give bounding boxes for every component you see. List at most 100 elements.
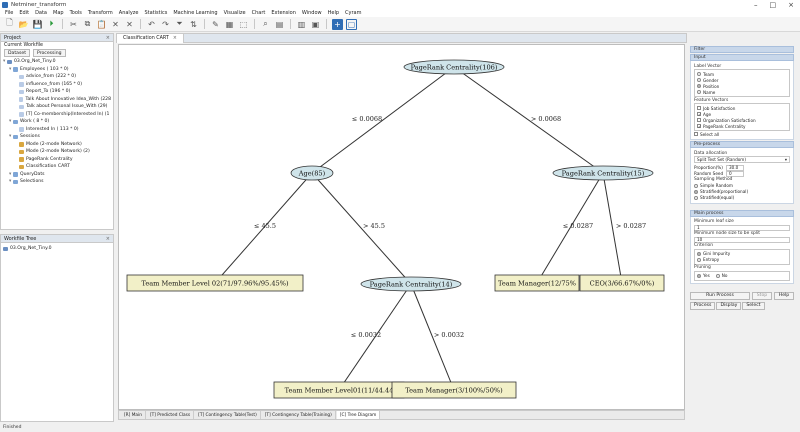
- checkbox[interactable]: [694, 132, 698, 136]
- filter-icon[interactable]: ⏷: [176, 19, 183, 28]
- run-process-button[interactable]: Run Process: [690, 291, 750, 300]
- radio-button[interactable]: [697, 273, 701, 278]
- stop-button[interactable]: Stop: [752, 291, 772, 300]
- delete-icon[interactable]: ✕: [112, 19, 119, 29]
- radio-option[interactable]: Simple Random: [694, 183, 790, 189]
- menu-item-help[interactable]: Help: [327, 10, 340, 16]
- menu-item-edit[interactable]: Edit: [19, 10, 30, 16]
- radio-button[interactable]: [697, 251, 701, 256]
- main-process-header[interactable]: Main process: [690, 209, 794, 217]
- tree-item[interactable]: [T] Co-membership(Interested In) (1: [3, 111, 111, 119]
- radio-button[interactable]: [697, 90, 701, 94]
- menu-item-data[interactable]: Data: [35, 10, 48, 16]
- menu-item-analyze[interactable]: Analyze: [118, 10, 139, 16]
- close-tab-icon[interactable]: ×: [172, 35, 177, 41]
- project-tab[interactable]: Project ×: [1, 34, 113, 42]
- tree-item[interactable]: ▾Work ( 8 * 0): [3, 118, 111, 126]
- data-allocation-select[interactable]: Split Test Set (Random)▾: [694, 156, 790, 163]
- tree-item[interactable]: Interested In ( 113 * 0): [3, 126, 111, 134]
- table-icon[interactable]: ▦: [225, 19, 234, 29]
- radio-option[interactable]: Gini Impurity: [697, 251, 787, 257]
- tree-item[interactable]: ▾Selections: [3, 178, 111, 186]
- menu-item-extension[interactable]: Extension: [271, 10, 296, 16]
- tree-item[interactable]: ▾03.Org_Net_Tiny.0: [3, 58, 111, 66]
- expand-icon[interactable]: ▾: [3, 59, 6, 65]
- preprocess-header[interactable]: Pre-process: [690, 141, 794, 148]
- radio-button[interactable]: [697, 78, 701, 82]
- property-tab[interactable]: Select: [742, 301, 765, 310]
- menu-item-transform[interactable]: Transform: [87, 10, 113, 16]
- checkbox-option[interactable]: Organization Satisfaction: [697, 117, 787, 123]
- radio-option[interactable]: Stratified(proportional): [694, 189, 790, 195]
- run-icon[interactable]: ⏵: [49, 19, 54, 28]
- radio-option[interactable]: Position: [697, 83, 787, 89]
- dataset-subtab[interactable]: Dataset: [4, 49, 30, 57]
- editor-bottom-tab[interactable]: [R] Main: [121, 411, 146, 419]
- tree-leaf[interactable]: Team Manager(12/75%: [494, 274, 580, 292]
- zoom-icon[interactable]: ⌕: [263, 19, 268, 28]
- panel-icon[interactable]: ▣: [311, 19, 320, 29]
- tree-item[interactable]: Report_To (196 * 0): [3, 88, 111, 96]
- radio-button[interactable]: [697, 257, 701, 262]
- classification-cart-tab[interactable]: Classification CART ×: [117, 33, 184, 43]
- tree-leaf[interactable]: Team Member Level01(11/44.44: [273, 381, 405, 399]
- tree-node[interactable]: PageRank Centrality(106): [403, 59, 505, 75]
- checkbox[interactable]: ✓: [697, 124, 702, 129]
- layout-icon[interactable]: ▥: [297, 19, 306, 29]
- checkbox[interactable]: [697, 118, 701, 122]
- expand-icon[interactable]: ▾: [9, 134, 12, 140]
- help-button[interactable]: Help: [774, 291, 794, 300]
- radio-button[interactable]: [715, 273, 720, 278]
- window-icon[interactable]: ▢: [346, 18, 357, 30]
- filter-header[interactable]: Filter: [690, 46, 794, 53]
- tree-item[interactable]: ▾QueryDats: [3, 171, 111, 179]
- tree-item[interactable]: ▾Employees ( 103 * 0): [3, 66, 111, 74]
- copy-icon[interactable]: ⧉: [84, 19, 91, 28]
- property-tab[interactable]: Process: [690, 301, 716, 310]
- expand-icon[interactable]: ▾: [9, 66, 12, 72]
- tree-leaf[interactable]: Team Member Level 02(71/97.96%/95.45%): [126, 274, 304, 292]
- select-all-checkbox[interactable]: Select all: [694, 131, 790, 137]
- grid-icon[interactable]: ▤: [275, 19, 284, 29]
- redo-icon[interactable]: ↷: [162, 19, 169, 29]
- close-window-button[interactable]: ×: [788, 0, 794, 9]
- close-icon[interactable]: ✕: [126, 19, 133, 29]
- radio-option[interactable]: Name: [697, 89, 787, 95]
- undo-icon[interactable]: ↶: [148, 19, 155, 29]
- menu-item-chart[interactable]: Chart: [251, 10, 266, 16]
- input-header[interactable]: Input: [690, 54, 794, 61]
- processing-subtab[interactable]: Processing: [33, 49, 66, 57]
- tree-node[interactable]: Age(85): [290, 165, 334, 181]
- editor-bottom-tab[interactable]: [T] Contingency Table(Training): [262, 411, 336, 419]
- edit-icon[interactable]: ✎: [212, 19, 219, 29]
- radio-option[interactable]: No: [715, 273, 727, 279]
- radio-option[interactable]: Gender: [697, 77, 787, 83]
- tree-node[interactable]: PageRank Centrality(15): [552, 165, 654, 181]
- close-tab-icon[interactable]: ×: [105, 34, 110, 41]
- min-leaf-input[interactable]: 1: [694, 224, 790, 231]
- workfile-tree-tab[interactable]: Workfile Tree ×: [1, 235, 113, 243]
- editor-bottom-tab[interactable]: [T] Contingency Table(Test): [195, 411, 261, 419]
- tree-item[interactable]: advice_from (222 * 0): [3, 73, 111, 81]
- menu-item-map[interactable]: Map: [53, 10, 64, 16]
- tree-item[interactable]: influence_from (165 * 0): [3, 81, 111, 89]
- expand-icon[interactable]: ▾: [9, 171, 12, 177]
- menu-item-file[interactable]: File: [5, 10, 14, 16]
- radio-option[interactable]: Entropy: [697, 257, 787, 263]
- minimize-button[interactable]: –: [754, 0, 758, 9]
- menu-item-cyram[interactable]: Cyram: [345, 10, 362, 16]
- radio-option[interactable]: Yes: [697, 273, 710, 279]
- menu-item-tools[interactable]: Tools: [69, 10, 82, 16]
- random-seed-input[interactable]: 0: [726, 170, 744, 177]
- save-icon[interactable]: 💾: [32, 19, 43, 29]
- paste-icon[interactable]: 📋: [96, 19, 107, 29]
- tree-item[interactable]: Mode (2-mode Network): [3, 141, 111, 149]
- menu-item-visualize[interactable]: Visualize: [223, 10, 246, 16]
- tree-node[interactable]: PageRank Centrality(14): [360, 276, 462, 292]
- tree-item[interactable]: PageRank Centrality: [3, 156, 111, 164]
- tree-leaf[interactable]: CEO(3/66.67%/0%): [579, 274, 665, 292]
- expand-icon[interactable]: ▾: [9, 119, 12, 125]
- new-file-icon[interactable]: 🗋: [6, 18, 13, 27]
- checkbox[interactable]: [697, 106, 701, 110]
- select-icon[interactable]: ⬚: [239, 19, 248, 29]
